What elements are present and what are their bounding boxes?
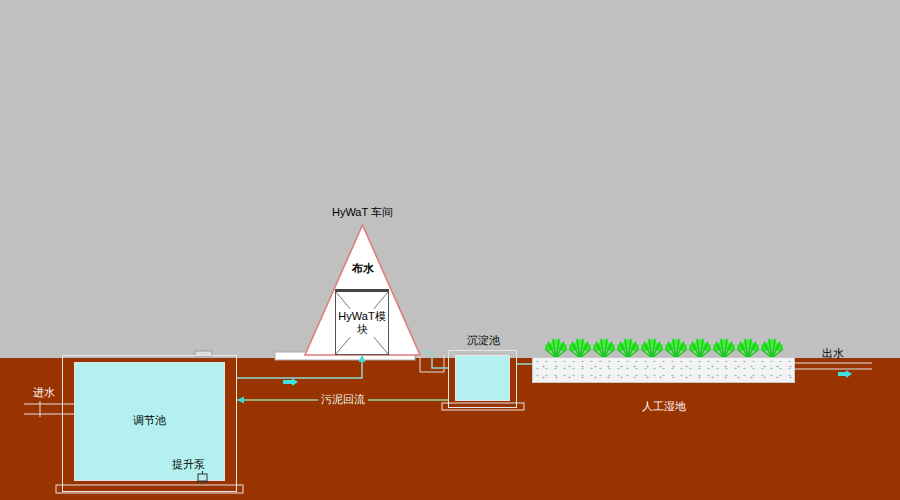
module-box: HyWaT模块	[335, 289, 389, 355]
regulating-tank: 调节池	[62, 355, 237, 492]
inlet-flange	[40, 401, 41, 417]
pipe-connector	[237, 355, 366, 378]
building-title: HyWaT 车间	[260, 206, 465, 219]
pipe-line	[237, 355, 362, 378]
inlet-pipe	[24, 404, 74, 405]
pump-symbol	[196, 471, 210, 483]
pipe-line	[420, 352, 448, 368]
outlet-pipe	[795, 363, 872, 364]
wetland-bed: 人工湿地	[532, 357, 795, 383]
arrow-head	[237, 397, 244, 404]
outlet-pipe	[795, 369, 872, 370]
pump-label: 提升泵	[172, 458, 205, 471]
pipe-line	[517, 363, 532, 365]
settling-tank: 沉淀池	[448, 350, 517, 408]
arrow-head	[359, 355, 366, 362]
edge-label: 污泥回流	[318, 393, 368, 406]
sky	[0, 0, 900, 360]
tank-heading: 沉淀池	[419, 334, 548, 347]
pipe-connector	[517, 364, 532, 365]
inlet-pipe	[24, 414, 74, 415]
flow-arrow	[283, 378, 298, 386]
module-name: HyWaT模块	[336, 309, 388, 337]
tank-water	[455, 355, 510, 401]
flow-arrow	[838, 370, 852, 378]
ground	[0, 358, 900, 500]
wetland-name: 人工湿地	[533, 400, 794, 413]
distribution-label: 布水	[305, 262, 420, 275]
tank-name: 调节池	[63, 414, 236, 427]
workshop-building: HyWaT 车间布水HyWaT模块	[305, 225, 420, 355]
outlet-label: 出水	[822, 347, 844, 360]
wetland-plants	[545, 339, 783, 358]
inlet-label: 进水	[33, 386, 55, 399]
pipe-connector	[420, 352, 448, 368]
settling-slab	[442, 403, 524, 410]
